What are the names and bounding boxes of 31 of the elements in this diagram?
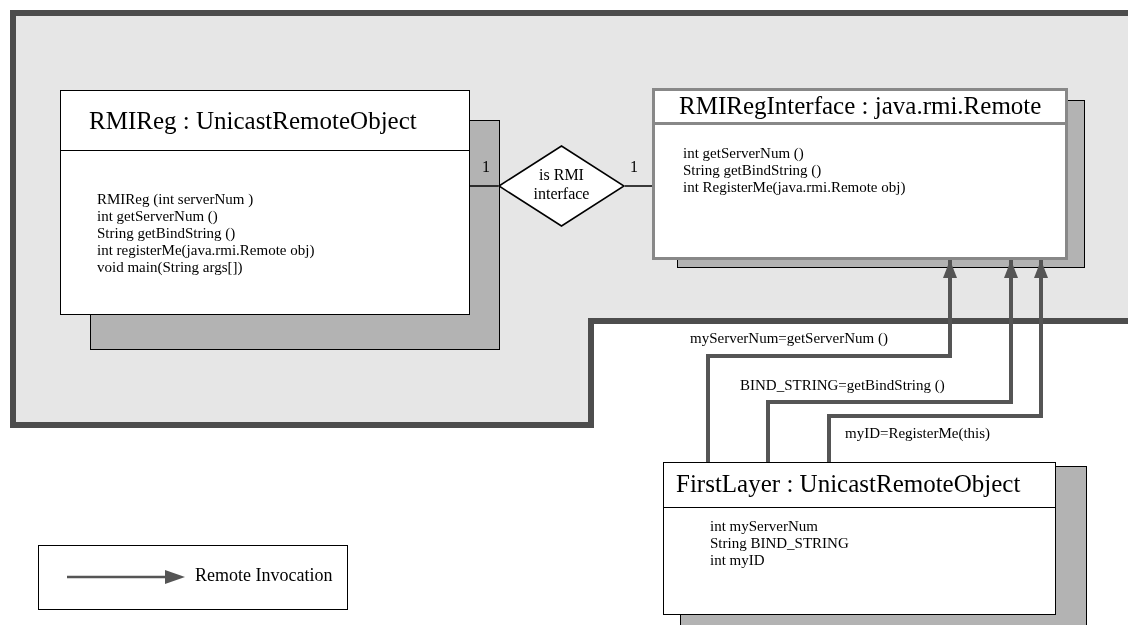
connector-line <box>469 185 499 187</box>
arrow <box>706 260 957 462</box>
legend-label: Remote Invocation <box>195 565 333 586</box>
relationship-label: is RMI interface <box>532 165 591 203</box>
edge-label: BIND_STRING=getBindString () <box>740 376 945 394</box>
multiplicity-label: 1 <box>630 158 638 176</box>
class-box <box>652 88 1068 260</box>
class-name: RMIRegInterface : java.rmi.Remote <box>655 91 1065 125</box>
method-signature: String getBindString () <box>97 225 236 242</box>
method-signature: int getServerNum () <box>97 208 218 225</box>
class-box <box>663 462 1056 615</box>
method-signature: int RegisterMe(java.rmi.Remote obj) <box>683 179 906 196</box>
relationship-diamond <box>498 145 625 227</box>
field-declaration: int myServerNum <box>710 518 818 535</box>
class-box <box>60 90 470 315</box>
method-signature: RMIReg (int serverNum ) <box>97 191 254 208</box>
method-signature: int registerMe(java.rmi.Remote obj) <box>97 242 315 259</box>
boundary-region <box>10 10 1128 428</box>
field-declaration: String BIND_STRING <box>710 535 849 552</box>
arrow <box>827 260 1048 462</box>
class-name: RMIReg : UnicastRemoteObject <box>61 91 469 151</box>
class-name: FirstLayer : UnicastRemoteObject <box>664 463 1055 508</box>
method-signature: void main(String args[]) <box>97 259 243 276</box>
multiplicity-label: 1 <box>482 158 490 176</box>
method-signature: String getBindString () <box>683 162 822 179</box>
arrow <box>766 260 1018 462</box>
edge-label: myID=RegisterMe(this) <box>845 424 991 442</box>
method-signature: int getServerNum () <box>683 145 804 162</box>
connector-line <box>624 185 653 187</box>
field-declaration: int myID <box>710 552 765 569</box>
edge-label: myServerNum=getServerNum () <box>690 329 888 347</box>
